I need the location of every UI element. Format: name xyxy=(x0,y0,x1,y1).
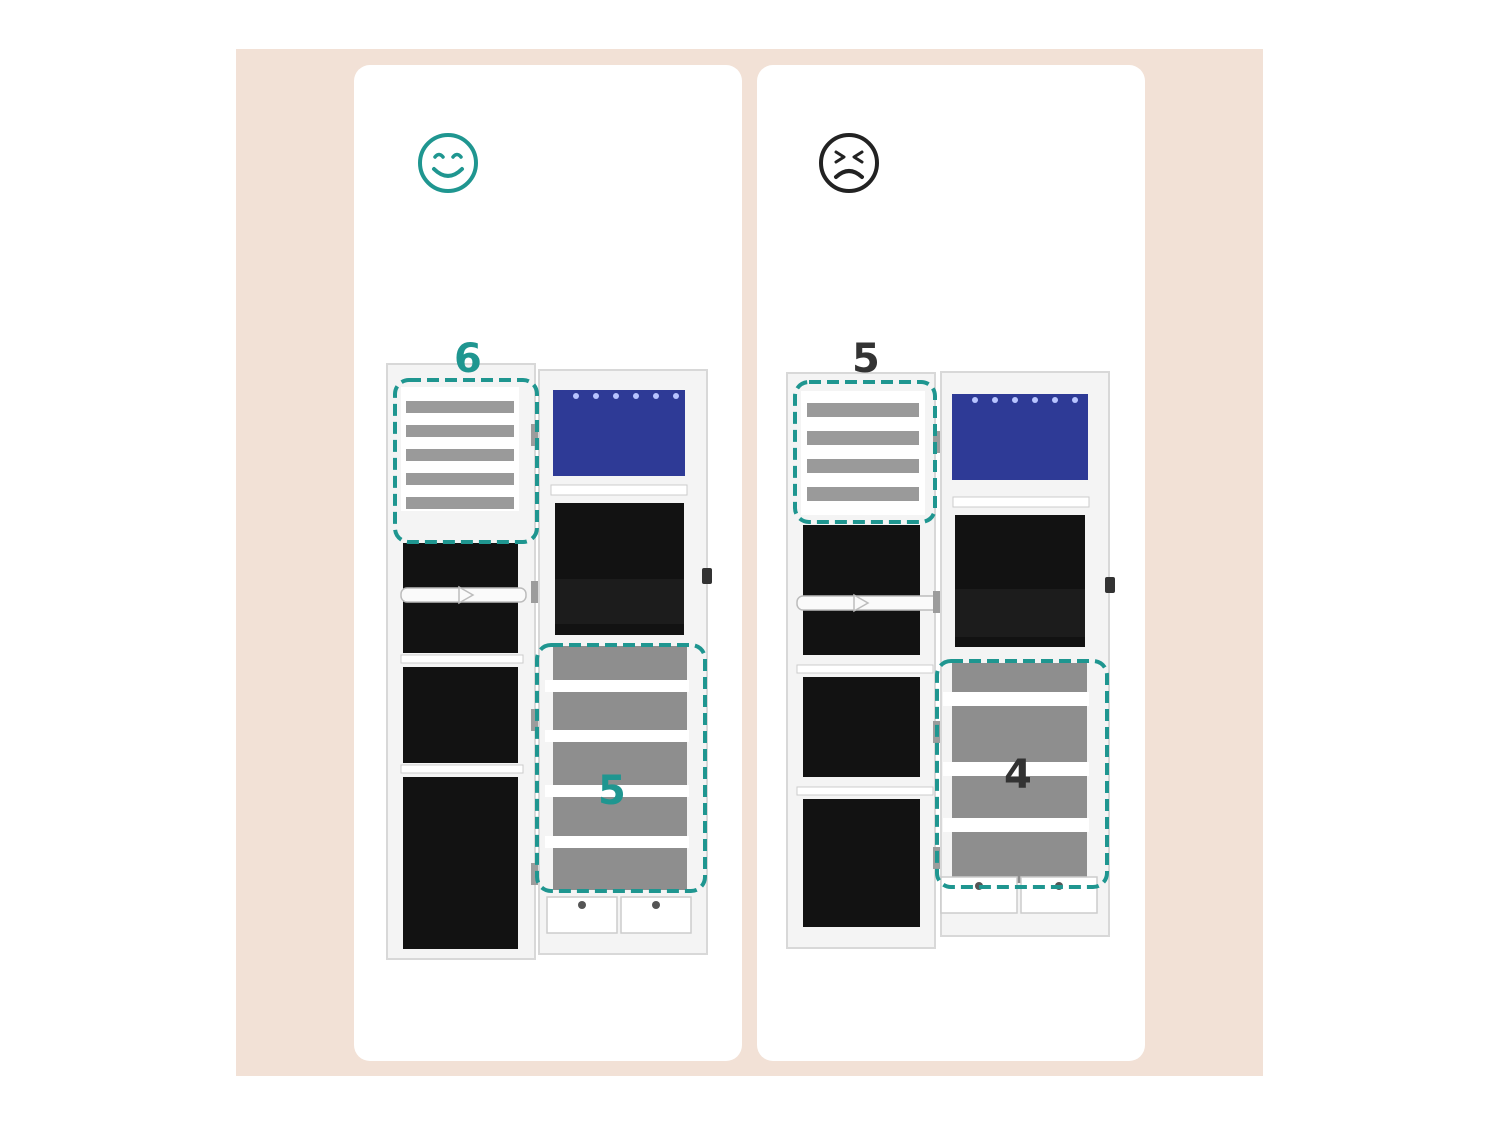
shelf-count-label: 5 xyxy=(598,768,626,814)
shelf-count-label: 4 xyxy=(1004,752,1032,798)
comparison-stage: 6 5 xyxy=(236,49,1263,1076)
door-count-label: 6 xyxy=(454,336,482,382)
panel-bad: 5 4 xyxy=(757,65,1145,1061)
door-count-label: 5 xyxy=(852,336,880,382)
frowning-face-icon xyxy=(819,133,879,193)
panel-good: 6 5 xyxy=(354,65,742,1061)
cabinet-illustration-bad xyxy=(786,371,1115,949)
cabinet-illustration-good xyxy=(386,363,712,960)
smiley-face-icon xyxy=(418,133,478,193)
